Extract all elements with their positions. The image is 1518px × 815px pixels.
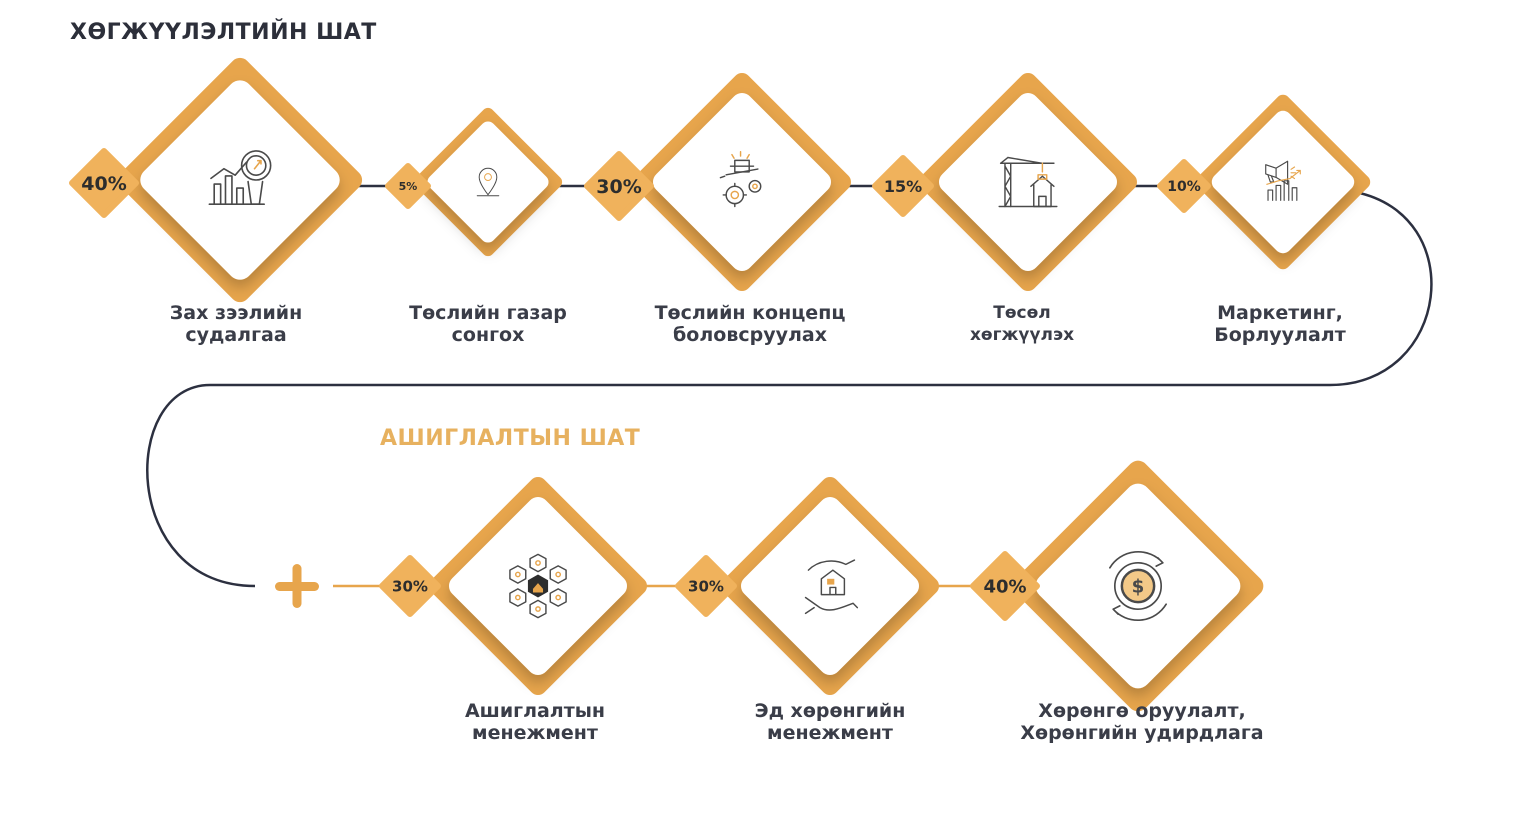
step-node: 30% bbox=[379, 477, 647, 695]
step-diamond-card bbox=[653, 93, 831, 271]
step-label-line2: боловсруулах bbox=[673, 324, 827, 346]
step-label-line1: Эд хөрөнгийн bbox=[754, 700, 906, 722]
step-label-line1: Төсөл bbox=[993, 303, 1051, 323]
percent-badge bbox=[385, 163, 431, 209]
step-label: Хөрөнгө оруулалт,Хөрөнгийн удирдлага bbox=[1020, 700, 1263, 744]
step-node: 40% bbox=[69, 57, 363, 303]
step-label-line2: менежмент bbox=[472, 722, 598, 744]
step-label-line1: Зах зээлийн bbox=[169, 302, 303, 324]
step-diamond-card bbox=[140, 80, 340, 280]
step-node: 30% bbox=[584, 73, 851, 291]
percent-badge bbox=[970, 551, 1040, 621]
step-label-line1: Маркетинг, bbox=[1217, 302, 1343, 324]
construction-crane-icon bbox=[998, 156, 1058, 208]
step-node: 10% bbox=[1157, 94, 1371, 270]
step-label-line2: судалгаа bbox=[185, 324, 287, 346]
plus-icon bbox=[275, 564, 319, 608]
percent-badge bbox=[675, 555, 737, 617]
percent-badge bbox=[584, 151, 654, 221]
percent-value: 15% bbox=[884, 177, 922, 196]
percent-value: 30% bbox=[596, 176, 641, 198]
step-label-line1: Төслийн газар bbox=[409, 302, 567, 324]
step-label-line2: менежмент bbox=[767, 722, 893, 744]
svg-text:$: $ bbox=[1132, 577, 1145, 598]
percent-badge bbox=[1157, 159, 1211, 213]
step-label-line1: Хөрөнгө оруулалт, bbox=[1038, 700, 1246, 722]
percent-badge bbox=[872, 155, 934, 217]
step-node: $40% bbox=[970, 460, 1264, 712]
hands-house-icon bbox=[804, 559, 859, 615]
percent-badge bbox=[379, 555, 441, 617]
step-node: 5% bbox=[385, 107, 563, 257]
step-node: 30% bbox=[675, 477, 939, 695]
percent-value: 5% bbox=[399, 180, 418, 193]
development-stage-heading: ХӨГЖҮҮЛЭЛТИЙН ШАТ bbox=[70, 20, 377, 45]
step-label-line2: сонгох bbox=[451, 324, 525, 346]
step-node: 15% bbox=[872, 73, 1137, 291]
step-label-line2: Хөрөнгийн удирдлага bbox=[1020, 722, 1264, 744]
step-label-line1: Төслийн концепц bbox=[654, 302, 846, 324]
market-research-chart-icon bbox=[208, 150, 272, 205]
percent-value: 30% bbox=[392, 577, 428, 595]
building-services-icon bbox=[509, 553, 567, 619]
percent-value: 40% bbox=[983, 576, 1026, 597]
percent-value: 30% bbox=[688, 577, 724, 595]
money-cycle-gear-icon: $ bbox=[1109, 550, 1167, 622]
step-label-line2: Борлуулалт bbox=[1214, 324, 1346, 346]
step-diamond-card bbox=[427, 121, 549, 243]
percent-value: 10% bbox=[1167, 179, 1201, 195]
step-diamond-card bbox=[741, 497, 919, 675]
operation-stage-heading: АШИГЛАЛТЫН ШАТ bbox=[380, 426, 641, 451]
step-label: Маркетинг,Борлуулалт bbox=[1214, 302, 1346, 346]
step-label-line2: хөгжүүлэх bbox=[969, 325, 1075, 345]
step-label-line1: Ашиглалтын bbox=[464, 700, 606, 722]
megaphone-growth-icon bbox=[1265, 160, 1301, 202]
idea-gears-icon bbox=[719, 151, 762, 208]
percent-badge bbox=[69, 148, 139, 218]
step-diamond-card bbox=[939, 93, 1117, 271]
location-pin-icon bbox=[476, 167, 500, 197]
percent-value: 40% bbox=[81, 173, 126, 195]
